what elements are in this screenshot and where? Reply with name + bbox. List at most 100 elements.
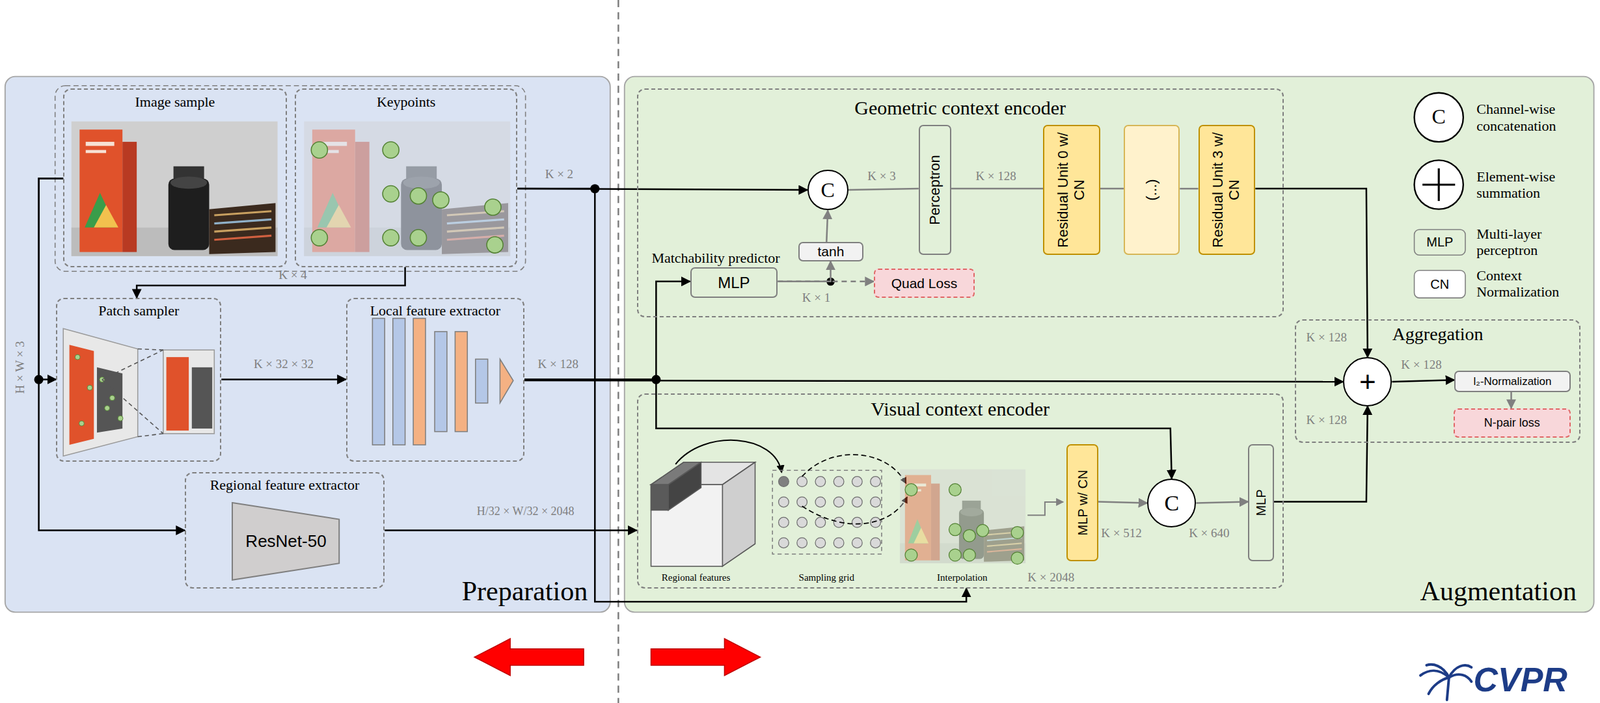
sampling-grid-frame — [772, 470, 882, 555]
dimension-label: K × 640 — [1188, 527, 1230, 541]
drawing-part — [311, 229, 328, 246]
drawing-part — [382, 229, 399, 246]
drawing-part — [454, 331, 468, 433]
trapezoid-outline — [232, 502, 339, 581]
loss-box: N-pair loss — [1453, 408, 1571, 438]
node-text: Keypoints — [296, 94, 516, 111]
node-text: Geometric context encoder — [638, 96, 1283, 120]
preparation-panel-fill — [5, 76, 611, 613]
dimension-label: H/32 × W/32 × 2048 — [476, 505, 575, 519]
drawing-part — [1447, 677, 1450, 701]
drawing-part — [69, 344, 95, 446]
node-text: Residual Unit 0 w/ CN — [1055, 129, 1088, 252]
drawing-part — [797, 538, 808, 549]
node-text: Regional feature extractor — [186, 477, 384, 494]
drawing-part — [1414, 93, 1464, 142]
node-text: + — [1359, 367, 1377, 397]
drawing-part — [962, 529, 976, 543]
connector — [951, 188, 1044, 190]
drawing-part — [102, 379, 164, 434]
regional-feature-cube — [651, 462, 756, 567]
drawing-part — [668, 462, 701, 511]
layer-box: Perceptron — [918, 124, 952, 256]
drawing-part — [1011, 552, 1024, 565]
drawing-part — [1426, 664, 1450, 678]
stage-panel: PreparationImage sampleKeypointsPatch sa… — [5, 76, 611, 613]
drawing-part — [948, 523, 962, 537]
caption-label: Interpolation — [936, 571, 988, 584]
node-text: l₂-Normalization — [1473, 376, 1552, 388]
drawing-part — [104, 406, 110, 412]
connector — [1391, 379, 1455, 382]
patch-sampler-illustration — [63, 328, 215, 457]
connector — [524, 380, 1343, 382]
connector — [1195, 502, 1248, 504]
drawing-part — [870, 476, 882, 488]
connector — [517, 188, 967, 602]
drawing-part — [117, 415, 123, 421]
dimension-label: K × 128 — [1400, 358, 1442, 373]
group-outline — [55, 85, 526, 272]
keypoints-photo — [303, 121, 511, 257]
drawing-part — [651, 638, 761, 676]
drawing-part — [815, 538, 826, 549]
mlp-box: Matchability predictorMLP — [690, 267, 779, 299]
drawing-part — [432, 191, 449, 209]
dimension-label: K × 128 — [538, 357, 579, 371]
concat-circle: C — [1147, 478, 1196, 528]
node-text: Perceptron — [927, 129, 944, 252]
drawing-part — [409, 188, 427, 205]
drawing-part — [1437, 168, 1440, 202]
node-text: Augmentation — [1420, 576, 1577, 608]
drawing-part — [870, 538, 882, 549]
connector — [221, 378, 346, 381]
legend-symbol-text: CN — [1430, 277, 1450, 292]
module-box: Keypoints — [294, 88, 518, 267]
norm-box: l₂-Normalization — [1454, 370, 1571, 393]
logo-palm — [1420, 664, 1472, 701]
layer-box: MLP — [1247, 444, 1274, 562]
cnn-layers — [372, 318, 513, 446]
connector — [777, 281, 874, 284]
sum-circle: + — [1342, 357, 1392, 407]
interpolation-arrow — [802, 497, 908, 525]
node-text: Patch sampler — [57, 303, 220, 320]
dimension-label: K × 2 — [545, 167, 574, 182]
drawing-part — [1449, 674, 1472, 682]
drawing-part — [722, 462, 755, 567]
connector — [1100, 188, 1124, 190]
node-text: (...) — [1143, 129, 1161, 252]
drawing-part — [962, 549, 976, 562]
dimension-label: K × 128 — [975, 169, 1016, 184]
drawing-part — [484, 199, 502, 216]
connector — [1274, 406, 1368, 503]
drawing-part — [79, 420, 85, 427]
connector — [1510, 392, 1513, 409]
drawing-part — [905, 484, 918, 497]
node-text: Local feature extractor — [347, 303, 524, 320]
drawing-part — [797, 517, 808, 528]
layer-box: (...) — [1123, 124, 1180, 256]
drawing-part — [778, 538, 790, 549]
sampling-grid-dots — [778, 476, 882, 549]
module-box: Regional feature extractorResNet-50 — [184, 472, 385, 589]
node-text: tanh — [817, 244, 845, 259]
module-box: Image sample — [63, 88, 287, 267]
connector — [848, 188, 919, 190]
drawing-part — [851, 497, 863, 508]
drawing-part — [96, 367, 123, 433]
drawing-part — [74, 354, 81, 360]
augmentation-panel-fill — [624, 76, 1595, 613]
module-box: Patch sampler — [55, 298, 222, 462]
drawing-part — [778, 476, 790, 488]
dimension-label: K × 512 — [1100, 527, 1142, 541]
drawing-part — [905, 549, 918, 562]
layer-box: MLP w/ CN — [1066, 444, 1099, 562]
activation-box: tanh — [798, 242, 864, 262]
drawing-part — [851, 476, 863, 488]
node-text: Visual context encoder — [638, 398, 1283, 421]
conference-logo: CVPR — [1473, 661, 1567, 699]
drawing-part — [382, 141, 399, 159]
connector — [39, 178, 185, 531]
